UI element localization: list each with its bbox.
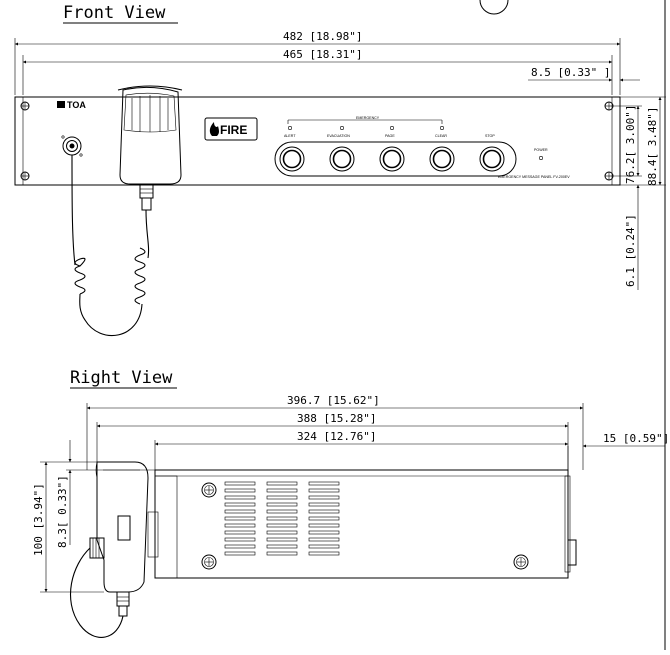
mic-coiled-cord (71, 154, 150, 336)
button-page[interactable] (379, 146, 405, 172)
dim-overall-depth: 396.7 [15.62"] (287, 394, 380, 407)
button-label-clear: CLEAR (435, 134, 447, 138)
dim-hole-spacing: 76.2[ 3.00"] (624, 105, 637, 184)
screw-bottom-left (201, 554, 217, 570)
led-evacuation (339, 126, 344, 131)
toa-logo: TOA (57, 100, 86, 110)
dim-panel-height: 88.4[ 3.48"] (646, 107, 659, 186)
dim-top-offset: 8.3[ 0.33"] (56, 475, 69, 548)
fire-badge: FIRE (204, 117, 258, 141)
emergency-group-label: EMERGENCY (287, 116, 443, 124)
button-panel (274, 141, 517, 177)
dim-body-depth: 324 [12.76"] (297, 430, 376, 443)
led-indicators (287, 126, 543, 161)
button-clear[interactable] (429, 146, 455, 172)
mounting-hole-bottom-left (20, 171, 30, 181)
dim-hole-offset: 6.1 [0.24"] (624, 214, 637, 287)
vent-slots (224, 481, 340, 556)
button-label-page: PAGE (385, 134, 395, 138)
mounting-hole-top-left (20, 101, 30, 111)
dim-rear-protrusion: 15 [0.59"] (603, 432, 669, 445)
led-clear (439, 126, 444, 131)
front-view: Front View 482 [18.98"] 465 [18.31"] 8.5… (14, 3, 666, 336)
vent-column-1 (224, 481, 256, 556)
dim-overall-height: 100 [3.94"] (32, 483, 45, 556)
side-cord (70, 547, 124, 638)
button-label-evacuation: EVACUATION (327, 134, 350, 138)
callout-circle (479, 0, 509, 15)
model-label: EMERGENCY MESSAGE PANEL FV-200EV (498, 175, 570, 179)
vent-column-2 (266, 481, 298, 556)
screw-bottom-right (513, 554, 529, 570)
mounting-hole-top-right (604, 101, 614, 111)
button-stop[interactable] (479, 146, 505, 172)
power-label: POWER (534, 148, 548, 152)
dim-388: 388 [15.28"] (297, 412, 376, 425)
led-page (389, 126, 394, 131)
right-view: Right View 396.7 [15.62"] 388 [15.28"] 3… (32, 368, 669, 638)
right-view-heading: Right View (70, 368, 173, 388)
rear-connector (567, 539, 577, 566)
dim-ear-offset: 8.5 [0.33" ] (531, 66, 610, 79)
dim-rack-width: 465 [18.31"] (283, 48, 362, 61)
mic-socket (61, 135, 83, 157)
front-bracket (154, 475, 178, 579)
led-alert (287, 126, 292, 131)
screw-top-left (201, 482, 217, 498)
front-panel (14, 96, 621, 186)
emergency-label: EMERGENCY (356, 116, 380, 120)
button-evacuation[interactable] (329, 146, 355, 172)
fire-label: FIRE (220, 123, 247, 137)
chassis-body (154, 469, 569, 579)
brand-name: TOA (67, 100, 86, 110)
rear-lip (564, 475, 571, 573)
button-alert[interactable] (279, 146, 305, 172)
microphone-side-icon (89, 461, 159, 617)
dim-overall-width: 482 [18.98"] (283, 30, 362, 43)
button-label-alert: ALERT (284, 134, 296, 138)
mounting-hole-bottom-right (604, 171, 614, 181)
front-view-heading: Front View (63, 3, 166, 23)
led-power (538, 156, 543, 161)
vent-column-3 (308, 481, 340, 556)
button-label-stop: STOP (485, 134, 495, 138)
microphone-icon (117, 85, 183, 211)
